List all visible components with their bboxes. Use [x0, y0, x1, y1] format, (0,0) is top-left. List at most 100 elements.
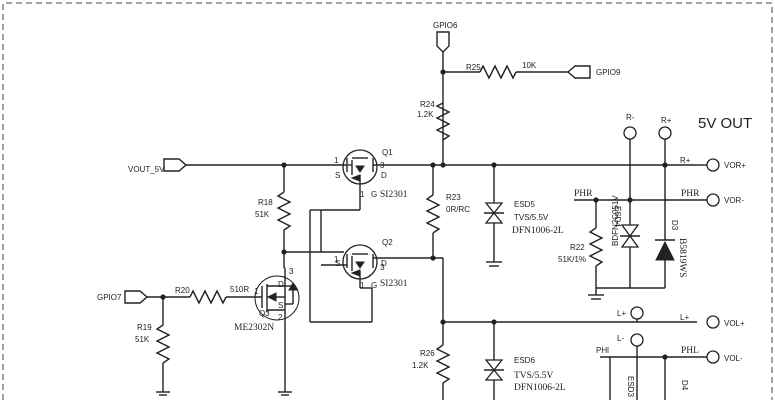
svg-text:VOL+: VOL+ [724, 319, 745, 328]
net-label-r-plus: R+ [680, 156, 691, 165]
svg-text:1.2K: 1.2K [412, 361, 429, 370]
svg-text:51K: 51K [255, 210, 270, 219]
svg-text:510R: 510R [230, 285, 249, 294]
net-label-phl-left: PHl [596, 346, 609, 355]
mosfet-q3: 1 3 D S 2 Q3 ME2302N [234, 267, 300, 333]
resistor-r18: R18 51K [255, 191, 292, 231]
svg-text:1: 1 [254, 287, 259, 296]
resistor-r25: R25 10K [443, 61, 568, 80]
svg-text:1: 1 [334, 156, 339, 165]
svg-text:3: 3 [380, 263, 385, 272]
svg-text:3: 3 [380, 161, 385, 170]
svg-text:10K: 10K [522, 61, 537, 70]
svg-text:L-: L- [617, 334, 624, 343]
svg-text:R+: R+ [661, 116, 672, 125]
svg-text:DFN1006-2L: DFN1006-2L [512, 226, 564, 236]
port-gpio9: GPIO9 [566, 65, 621, 79]
tvs-esd5: ESD5 TVS/5.5V DFN1006-2L [484, 200, 564, 236]
resistor-r19: R19 51K [135, 323, 171, 364]
svg-text:VOR-: VOR- [724, 196, 744, 205]
svg-text:DFN1006-2L: DFN1006-2L [514, 383, 566, 393]
svg-text:ESD4: ESD4 [613, 206, 622, 227]
mosfet-q2: 1 S Q2 D 1 G SI2301 3 [321, 238, 443, 290]
svg-text:G: G [371, 190, 377, 199]
testpoint-r-plus: R+ [658, 116, 672, 140]
svg-text:S: S [335, 259, 340, 268]
svg-text:51K: 51K [135, 335, 150, 344]
svg-text:VOUT_5V: VOUT_5V [128, 165, 165, 174]
svg-text:1: 1 [360, 281, 365, 290]
svg-text:L+: L+ [617, 309, 626, 318]
svg-text:D: D [381, 171, 387, 180]
svg-text:ESD6: ESD6 [514, 356, 535, 365]
svg-text:SI2301: SI2301 [380, 190, 408, 200]
port-vor-minus: VOR- [706, 193, 744, 207]
svg-text:S: S [278, 301, 283, 310]
svg-text:R26: R26 [420, 349, 435, 358]
testpoint-r-minus: R- [623, 113, 637, 140]
resistor-r22: R22 51K/1% [558, 227, 604, 267]
svg-text:R20: R20 [175, 286, 190, 295]
resistor-r26: R26 1.2K [412, 344, 451, 384]
svg-text:3: 3 [289, 267, 294, 276]
svg-text:Q3: Q3 [259, 309, 270, 318]
svg-text:BDFN2C051V: BDFN2C051V [611, 195, 620, 246]
resistor-r23: R23 0R/RC [425, 193, 470, 234]
svg-text:D4: D4 [680, 380, 689, 391]
section-title: 5V OUT [698, 115, 752, 132]
svg-text:D: D [381, 259, 387, 268]
svg-text:R23: R23 [446, 193, 461, 202]
port-gpio6: GPIO6 [433, 21, 458, 53]
svg-text:TVS/5.5V: TVS/5.5V [514, 213, 549, 222]
tvs-esd3: ESD3 [626, 376, 635, 397]
svg-text:ESD3: ESD3 [626, 376, 635, 397]
svg-text:VOR+: VOR+ [724, 161, 746, 170]
svg-text:R18: R18 [258, 198, 273, 207]
schottky-d3: D3 B5819WS [655, 220, 687, 278]
ground-symbol [486, 261, 502, 267]
svg-text:S: S [335, 171, 340, 180]
svg-text:R25: R25 [466, 63, 481, 72]
port-vol-minus: VOL- [706, 350, 743, 364]
svg-text:R22: R22 [570, 243, 585, 252]
svg-text:Q2: Q2 [382, 238, 393, 247]
svg-text:0R/RC: 0R/RC [446, 205, 470, 214]
testpoint-l-plus: L+ [617, 306, 644, 320]
svg-text:D: D [278, 280, 284, 289]
resistor-r24: R24 1.2K [417, 100, 451, 141]
ground-symbol [156, 391, 170, 396]
svg-text:SI2301: SI2301 [380, 279, 408, 289]
mosfet-q1: 1 S Q1 D 1 G SI2301 3 [327, 148, 443, 200]
svg-text:D3: D3 [670, 220, 679, 231]
svg-text:ESD5: ESD5 [514, 200, 535, 209]
svg-text:GPIO7: GPIO7 [97, 293, 122, 302]
svg-text:R19: R19 [137, 323, 152, 332]
svg-text:GPIO6: GPIO6 [433, 21, 458, 30]
port-gpio7: GPIO7 [97, 290, 149, 304]
net-label-phr: PHR [574, 189, 593, 199]
svg-text:ME2302N: ME2302N [234, 323, 274, 333]
svg-text:GPIO9: GPIO9 [596, 68, 621, 77]
net-label-l-plus: L+ [680, 313, 689, 322]
svg-text:VOL-: VOL- [724, 354, 743, 363]
tvs-esd4: ESD4 BDFN2C051V [611, 195, 640, 288]
svg-text:1.2K: 1.2K [417, 110, 434, 119]
ground-symbol [278, 391, 292, 396]
svg-text:G: G [371, 281, 377, 290]
svg-text:TVS/5.5V: TVS/5.5V [514, 371, 553, 381]
ground-symbol [588, 294, 604, 300]
svg-text:1: 1 [334, 255, 339, 264]
svg-text:B5819WS: B5819WS [677, 238, 687, 278]
svg-text:1: 1 [360, 190, 365, 199]
diode-d4: D4 [680, 380, 689, 391]
svg-text:Q1: Q1 [382, 148, 393, 157]
port-vor-plus: VOR+ [706, 158, 746, 172]
port-vol-plus: VOL+ [706, 315, 745, 329]
svg-text:R24: R24 [420, 100, 435, 109]
svg-text:51K/1%: 51K/1% [558, 255, 586, 264]
svg-text:R-: R- [626, 113, 635, 122]
testpoint-l-minus: L- [617, 333, 644, 347]
tvs-esd6: ESD6 TVS/5.5V DFN1006-2L [484, 356, 566, 393]
